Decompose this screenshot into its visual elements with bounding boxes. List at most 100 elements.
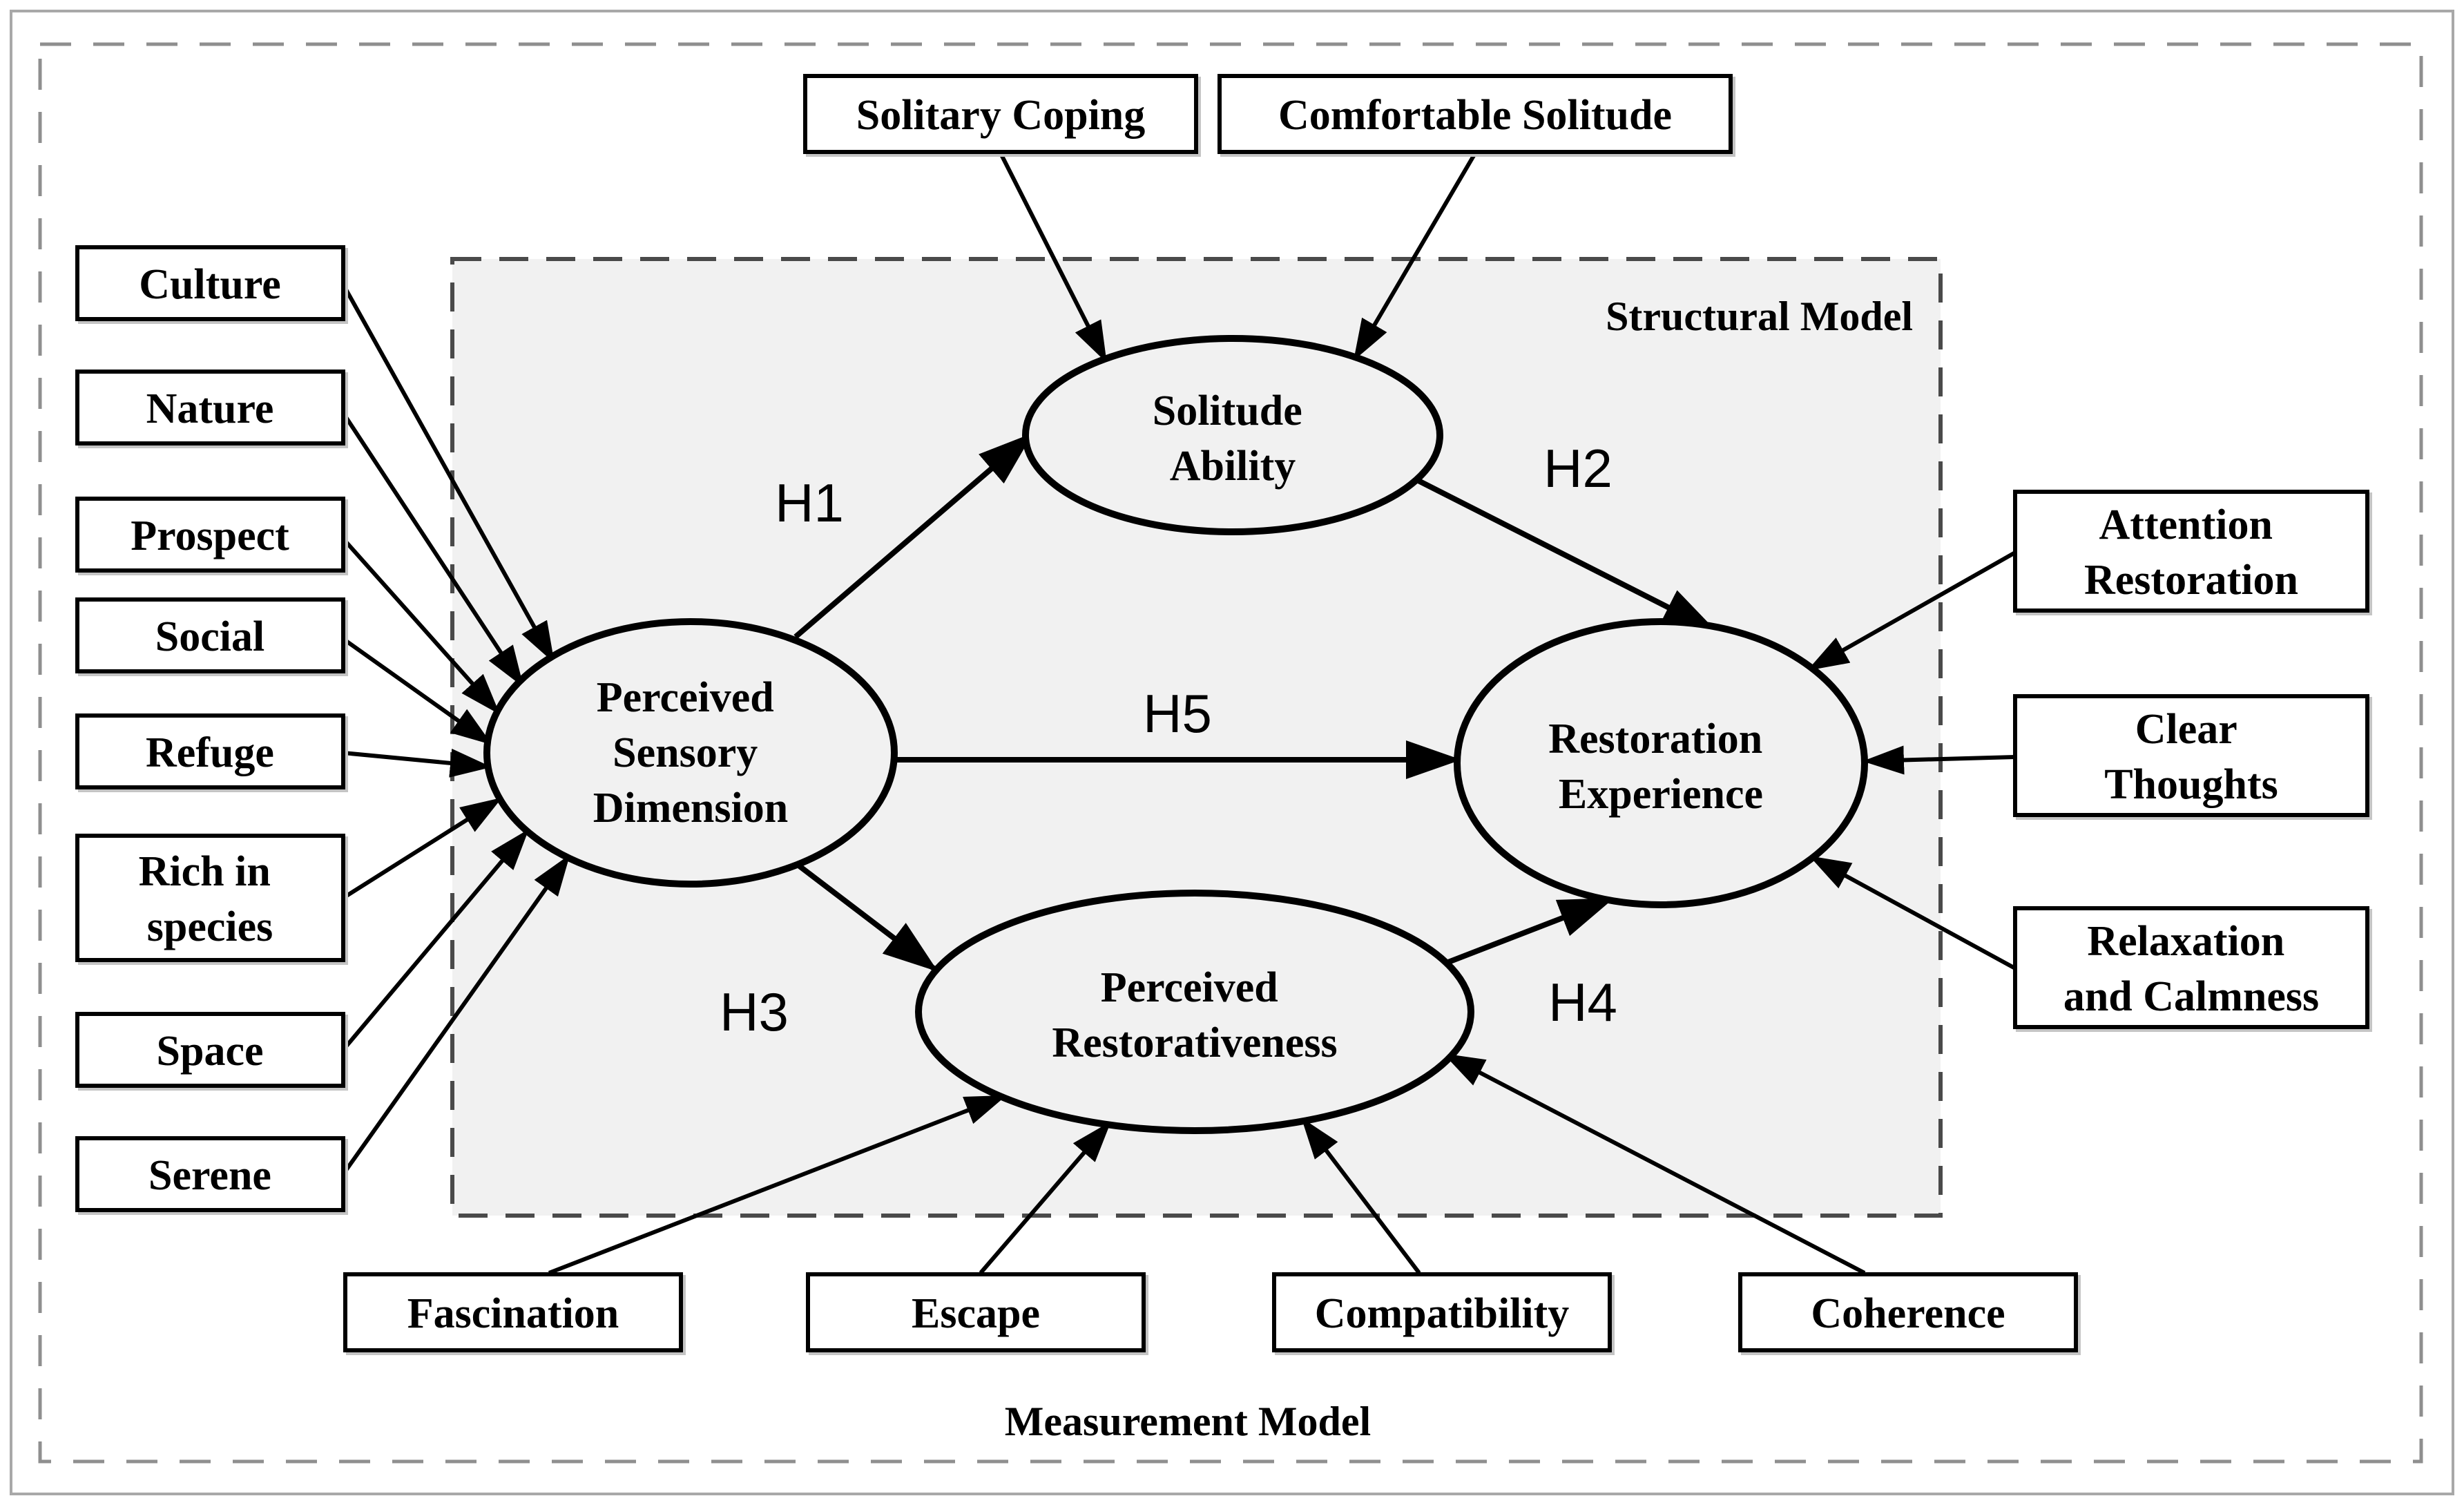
arrow-h3 xyxy=(796,862,939,972)
rich-in-species-label: Rich in species xyxy=(139,848,282,950)
arrow-rich-psd xyxy=(342,797,503,900)
space-label: Space xyxy=(157,1028,264,1075)
nature-box xyxy=(75,370,345,445)
arrow-escape-pr xyxy=(979,1121,1111,1274)
indicator-compatibility: Compatibility xyxy=(1272,1272,1612,1352)
pr-line1: Perceived xyxy=(1101,964,1278,1011)
perceived-restorativeness-label: Perceived Restorativeness xyxy=(1052,964,1337,1066)
attention-restoration-box xyxy=(2013,490,2369,613)
compatibility-box xyxy=(1272,1272,1612,1352)
arrow-h2 xyxy=(1416,477,1718,633)
refuge-label: Refuge xyxy=(146,729,274,776)
indicator-solitary-coping: Solitary Coping xyxy=(803,74,1198,154)
indicator-serene: Serene xyxy=(75,1136,345,1212)
clear-line1: Clear xyxy=(2135,706,2237,753)
fascination-label: Fascination xyxy=(407,1290,619,1337)
clear-thoughts-box xyxy=(2013,694,2369,817)
h1-label: H1 xyxy=(775,472,844,533)
comfortable-solitude-box xyxy=(1217,74,1733,154)
culture-label: Culture xyxy=(139,261,281,308)
psd-line1: Perceived xyxy=(597,674,774,721)
re-line1: Restoration xyxy=(1548,716,1762,763)
coherence-box xyxy=(1738,1272,2078,1352)
serene-box xyxy=(75,1136,345,1212)
latent-perceived-restorativeness: Perceived Restorativeness xyxy=(915,890,1474,1134)
solitude-ability-label: Solitude Ability xyxy=(1153,387,1313,490)
measurement-model-frame xyxy=(38,42,2423,1464)
indicator-fascination: Fascination xyxy=(343,1272,683,1352)
social-label: Social xyxy=(155,613,264,660)
arrow-solitary-sa xyxy=(999,152,1107,363)
arrow-social-psd xyxy=(342,637,492,745)
arrow-comfortable-sa xyxy=(1353,152,1477,361)
serene-label: Serene xyxy=(148,1152,271,1199)
indicator-clear-thoughts: Clear Thoughts xyxy=(2013,694,2369,817)
arrow-compatibility-pr xyxy=(1301,1118,1421,1274)
coherence-label: Coherence xyxy=(1811,1290,2005,1337)
figure-border xyxy=(10,10,2454,1495)
escape-label: Escape xyxy=(912,1290,1040,1337)
re-line2: Experience xyxy=(1559,771,1763,818)
arrow-serene-psd xyxy=(341,854,570,1176)
arrow-attention-re xyxy=(1807,550,2017,671)
arrow-h4 xyxy=(1443,897,1615,966)
relaxation-line1: Relaxation xyxy=(2087,918,2284,965)
relaxation-calmness-box xyxy=(2013,906,2369,1029)
arrow-culture-psd xyxy=(341,283,555,664)
escape-box xyxy=(806,1272,1146,1352)
sa-line1: Solitude xyxy=(1153,387,1302,434)
arrow-coherence-pr xyxy=(1443,1053,1866,1275)
indicator-escape: Escape xyxy=(806,1272,1146,1352)
attention-restoration-label: Attention Restoration xyxy=(2084,501,2298,604)
perceived-restorativeness-ellipse xyxy=(915,890,1474,1134)
rich-line2: species xyxy=(147,903,273,950)
arrow-clear-re xyxy=(1863,745,2016,775)
indicator-coherence: Coherence xyxy=(1738,1272,2078,1352)
clear-line2: Thoughts xyxy=(2104,761,2278,808)
arrow-prospect-psd xyxy=(341,537,500,715)
clear-thoughts-label: Clear Thoughts xyxy=(2104,706,2278,808)
indicator-attention-restoration: Attention Restoration xyxy=(2013,490,2369,613)
sa-line2: Ability xyxy=(1170,443,1296,490)
measurement-model-label: Measurement Model xyxy=(1005,1399,1371,1444)
relaxation-line2: and Calmness xyxy=(2063,973,2319,1020)
structural-arrows xyxy=(793,432,1718,972)
psd-line3: Dimension xyxy=(593,785,788,832)
h3-label: H3 xyxy=(720,981,789,1042)
social-box xyxy=(75,597,345,673)
solitude-ability-ellipse xyxy=(1022,335,1443,535)
h2-label: H2 xyxy=(1543,438,1613,499)
indicator-relaxation-calmness: Relaxation and Calmness xyxy=(2013,906,2369,1029)
solitary-coping-box xyxy=(803,74,1198,154)
rich-in-species-box xyxy=(75,834,345,962)
structural-model-label: Structural Model xyxy=(1606,294,1913,339)
h4-label: H4 xyxy=(1548,972,1617,1033)
indicator-space: Space xyxy=(75,1012,345,1088)
measurement-arrows xyxy=(341,152,2017,1275)
pr-line2: Restorativeness xyxy=(1052,1019,1337,1066)
latent-psd: Perceived Sensory Dimension xyxy=(483,618,898,888)
indicator-nature: Nature xyxy=(75,370,345,445)
indicator-comfortable-solitude: Comfortable Solitude xyxy=(1217,74,1733,154)
psd-line2: Sensory xyxy=(613,729,758,776)
arrow-space-psd xyxy=(341,829,529,1051)
space-box xyxy=(75,1012,345,1088)
attention-line2: Restoration xyxy=(2084,557,2298,604)
arrow-nature-psd xyxy=(341,412,524,688)
nature-label: Nature xyxy=(146,385,274,432)
latent-restoration-experience: Restoration Experience xyxy=(1454,618,1868,908)
refuge-box xyxy=(75,713,345,789)
arrow-h1 xyxy=(793,432,1034,640)
indicator-refuge: Refuge xyxy=(75,713,345,789)
indicator-social: Social xyxy=(75,597,345,673)
psd-label: Perceived Sensory Dimension xyxy=(593,674,788,832)
h5-label: H5 xyxy=(1143,683,1212,744)
arrow-refuge-psd xyxy=(343,748,492,778)
rich-line1: Rich in xyxy=(139,848,271,895)
indicator-culture: Culture xyxy=(75,245,345,321)
relaxation-calmness-label: Relaxation and Calmness xyxy=(2063,918,2319,1020)
culture-box xyxy=(75,245,345,321)
fascination-box xyxy=(343,1272,683,1352)
restoration-experience-ellipse xyxy=(1454,618,1868,908)
